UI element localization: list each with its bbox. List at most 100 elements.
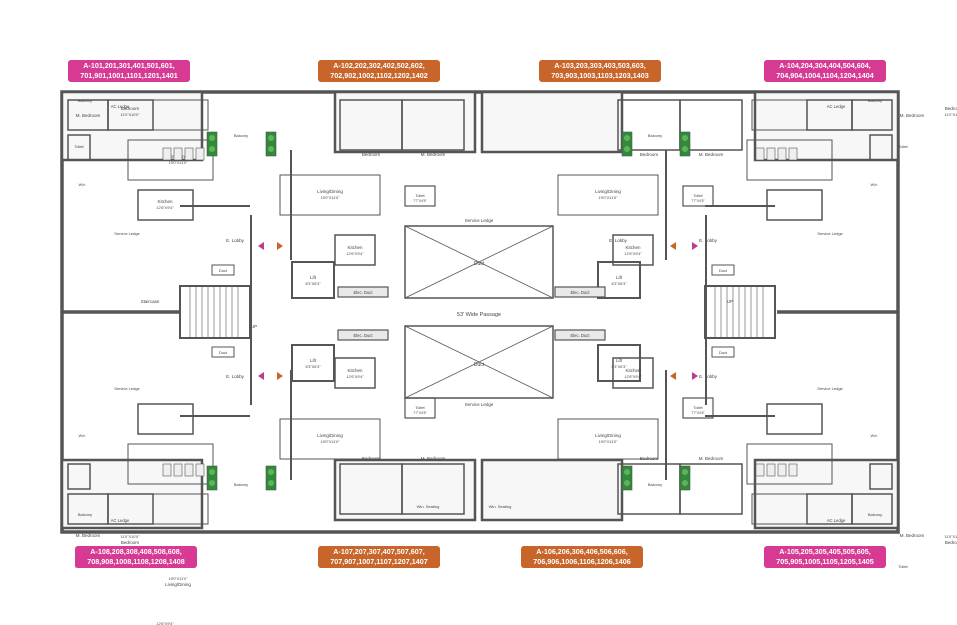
toilet bbox=[67, 463, 91, 490]
inner-toilet-label: Toilet bbox=[693, 405, 703, 410]
wall-segment bbox=[290, 150, 292, 260]
kitchen-label: Kitchen bbox=[157, 199, 173, 204]
living-dining bbox=[557, 174, 659, 216]
planter-leaf bbox=[209, 480, 215, 486]
entry-arrow-icon bbox=[692, 242, 698, 250]
planter-leaf bbox=[682, 135, 688, 141]
stair-up-label-right: UP bbox=[727, 299, 733, 304]
lift-shaft bbox=[597, 344, 641, 382]
m-bedroom bbox=[401, 463, 465, 515]
inner-kitchen-label: Kitchen bbox=[347, 368, 363, 373]
planter-leaf bbox=[682, 469, 688, 475]
lift-label: Lift bbox=[310, 358, 317, 363]
balcony-strip bbox=[751, 493, 808, 525]
toilet bbox=[404, 397, 436, 419]
wall-segment bbox=[180, 415, 250, 417]
furniture bbox=[766, 147, 776, 161]
lift-shaft bbox=[291, 344, 335, 382]
lift-label: Lift bbox=[616, 275, 623, 280]
unit-tag-top-4: A-104,204,304,404,504,604,704,904,1004,1… bbox=[764, 60, 886, 82]
elec-duct bbox=[554, 329, 606, 341]
planter-leaf bbox=[209, 469, 215, 475]
lift-dim: 6'3"X6'3" bbox=[611, 365, 627, 369]
e-lobby-label: E. Lobby bbox=[609, 238, 628, 243]
planter bbox=[621, 465, 633, 491]
inner-kitchen-label: Kitchen bbox=[625, 368, 641, 373]
wall-segment bbox=[705, 215, 707, 405]
duct-label-bottom: Duct bbox=[474, 362, 485, 368]
toilet bbox=[67, 134, 91, 161]
small-duct bbox=[211, 264, 235, 276]
inner-mbedroom-label: M. Bedroom bbox=[421, 152, 446, 157]
entry-arrow-icon bbox=[277, 372, 283, 380]
bedroom-label: Bedroom bbox=[945, 106, 957, 111]
furniture bbox=[162, 463, 172, 477]
living-dim: 19'0"X11'0" bbox=[168, 577, 188, 581]
ac-ledge-label: AC Ledge bbox=[111, 104, 130, 109]
living-dim: 19'0"X11'0" bbox=[168, 161, 188, 165]
plan-shape-3 bbox=[404, 225, 554, 299]
entry-arrow-icon bbox=[277, 242, 283, 250]
planter-leaf bbox=[682, 146, 688, 152]
toilet-label: Toilet bbox=[74, 144, 84, 149]
balcony-strip bbox=[751, 99, 808, 131]
planter-leaf bbox=[624, 146, 630, 152]
staircase bbox=[704, 285, 776, 339]
wc-label: W/c bbox=[871, 433, 878, 438]
balcony-label: Balcony bbox=[648, 482, 662, 487]
m-bedroom-label: M. Bedroom bbox=[76, 113, 101, 118]
stair-up-label: UP bbox=[251, 324, 257, 329]
lift-dim: 6'3"X6'3" bbox=[305, 282, 321, 286]
m-bedroom-label: M. Bedroom bbox=[76, 533, 101, 538]
unit-block bbox=[333, 90, 477, 154]
inner-kitchen-dim: 12'6"X9'4" bbox=[346, 252, 364, 256]
unit-tag-bottom-3: A-106,206,306,406,506,606,706,906,1006,1… bbox=[521, 546, 643, 568]
bedroom-dim: 11'0"X10'0" bbox=[944, 113, 957, 117]
bedroom-label: Bedroom bbox=[121, 106, 140, 111]
kitchen-dim: 12'6"X9'4" bbox=[156, 206, 174, 210]
inner-toilet-dim: 7'7"X4'5" bbox=[691, 199, 705, 203]
furniture bbox=[755, 463, 765, 477]
win-seating-label: Win. Seating bbox=[489, 504, 512, 509]
elec-duct-label: Elec. Duct bbox=[570, 333, 590, 338]
planter bbox=[265, 465, 277, 491]
inner-toilet-dim: 7'7"X4'5" bbox=[413, 411, 427, 415]
wc-label: W/c bbox=[79, 433, 86, 438]
balcony-label: Balcony bbox=[648, 133, 662, 138]
bedroom-dim: 11'0"X10'0" bbox=[120, 535, 140, 539]
bedroom-dim: 11'0"X10'0" bbox=[120, 113, 140, 117]
inner-living-label: Living/Dining bbox=[317, 189, 343, 194]
service-ledge-top: Service Ledge bbox=[465, 218, 494, 223]
kitchen bbox=[612, 357, 654, 389]
entry-arrow-icon bbox=[258, 372, 264, 380]
planter-leaf bbox=[624, 480, 630, 486]
unit-tag-bottom-2: A-107,207,307,407,507,607,707,907,1007,1… bbox=[318, 546, 440, 568]
planter-leaf bbox=[209, 135, 215, 141]
m-bedroom bbox=[401, 99, 465, 151]
unit-tag-bottom-4: A-105,205,305,405,505,605,705,905,1005,1… bbox=[764, 546, 886, 568]
kitchen bbox=[334, 234, 376, 266]
living-dining bbox=[279, 418, 381, 460]
unit-tag-top-3: A-103,203,303,403,503,603,703,903,1003,1… bbox=[539, 60, 661, 82]
elec-duct-label: Elec. Duct bbox=[570, 290, 590, 295]
living-dining bbox=[746, 443, 833, 485]
staircase-label: Staircase bbox=[141, 299, 160, 304]
planter-leaf bbox=[624, 469, 630, 475]
balcony-strip bbox=[152, 99, 209, 131]
inner-living-label: Living/Dining bbox=[595, 433, 621, 438]
ac-ledge-label: AC Ledge bbox=[827, 518, 846, 523]
small-duct-label: Duct bbox=[219, 350, 228, 355]
wc-label: W/c bbox=[871, 182, 878, 187]
living-label: Living/Dining bbox=[165, 582, 191, 587]
wc-label: W/c bbox=[79, 182, 86, 187]
small-duct-label: Duct bbox=[719, 268, 728, 273]
furniture bbox=[788, 463, 798, 477]
planter-leaf bbox=[682, 480, 688, 486]
inner-kitchen-dim: 12'6"X9'4" bbox=[346, 375, 364, 379]
inner-living-dim: 19'0"X11'0" bbox=[320, 440, 340, 444]
wall-segment bbox=[665, 150, 667, 260]
balcony-label: Balcony bbox=[234, 482, 248, 487]
planter bbox=[265, 131, 277, 157]
inner-toilet-label: Toilet bbox=[415, 405, 425, 410]
balcony-strip bbox=[152, 493, 209, 525]
